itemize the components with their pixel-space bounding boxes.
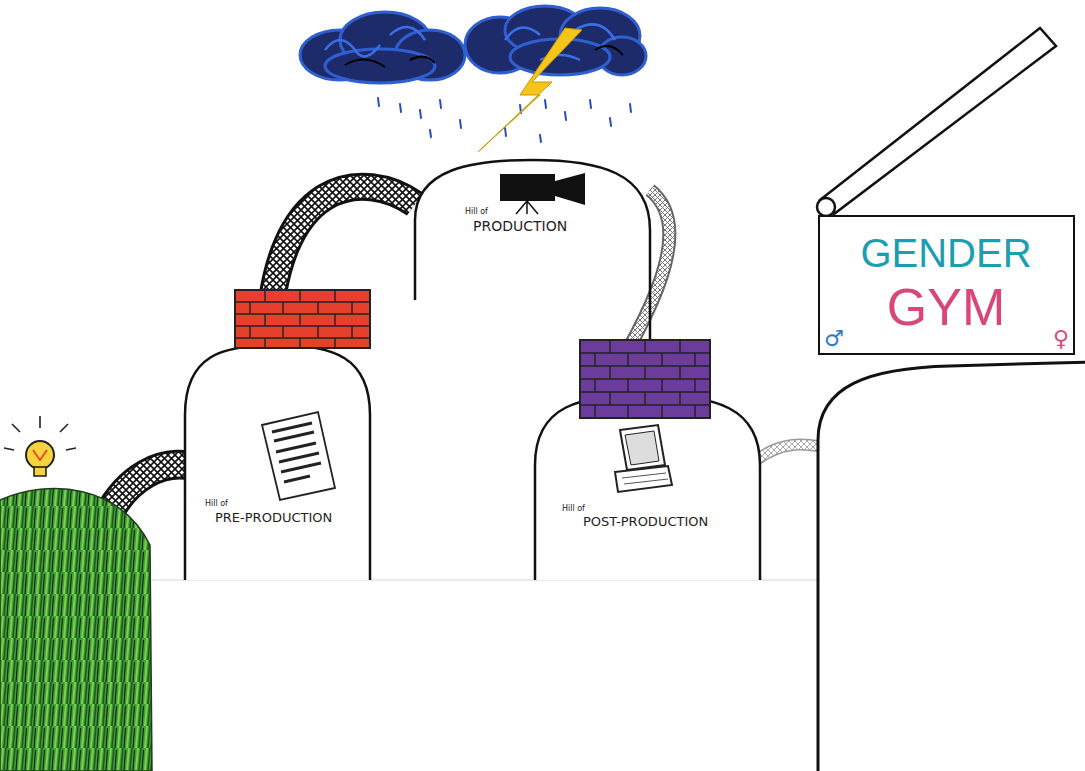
light-bulb: [4, 416, 76, 476]
hill-label: Hill of: [465, 208, 488, 217]
sign-text: ♂: [824, 327, 844, 351]
camera-icon: [500, 173, 585, 214]
bridge-hatching: [603, 190, 670, 395]
gym-hill: [818, 362, 1085, 771]
clapper-arm: [820, 28, 1056, 214]
hill-line: [415, 160, 650, 350]
rope-bridge: [268, 187, 415, 345]
sign-text: ♀: [1053, 327, 1069, 351]
hill-line: [535, 395, 760, 580]
grass-hill: [0, 489, 152, 771]
hill-label: Hill of: [562, 505, 585, 514]
clapper-hinge: [817, 198, 835, 216]
hill-fill: [185, 345, 370, 580]
hill-label: POST-PRODUCTION: [583, 515, 708, 529]
bridge-hatching: [268, 187, 415, 345]
hill-line: [185, 345, 370, 580]
hill-label: PRE-PRODUCTION: [215, 511, 332, 525]
bridge-edge: [603, 190, 670, 395]
gym-hill: [818, 362, 1085, 771]
sign-text: GENDER: [860, 231, 1031, 275]
storm-clouds: [300, 6, 646, 83]
lightning-bolt: [478, 28, 582, 152]
brick-wall: [235, 290, 370, 348]
hill-label: PRODUCTION: [473, 219, 567, 234]
hill-fill: [535, 395, 760, 580]
post-production-hill: Hill ofPOST-PRODUCTION: [535, 395, 760, 580]
gender-gym-sign: GENDERGYM ♂ ♀: [818, 215, 1075, 355]
hill-outline: [415, 160, 650, 360]
sign-text: GYM: [887, 279, 1005, 336]
production-hill: Hill of PRODUCTION: [415, 160, 650, 360]
hill-label: Hill of: [205, 500, 228, 509]
bridge-edge: [268, 187, 415, 345]
hill-outline: [185, 345, 370, 580]
pre-production-hill: Hill of PRE-PRODUCTION: [185, 345, 370, 580]
rain: [378, 98, 631, 142]
rope-bridge: [603, 190, 670, 395]
hill-outline: [535, 395, 760, 580]
